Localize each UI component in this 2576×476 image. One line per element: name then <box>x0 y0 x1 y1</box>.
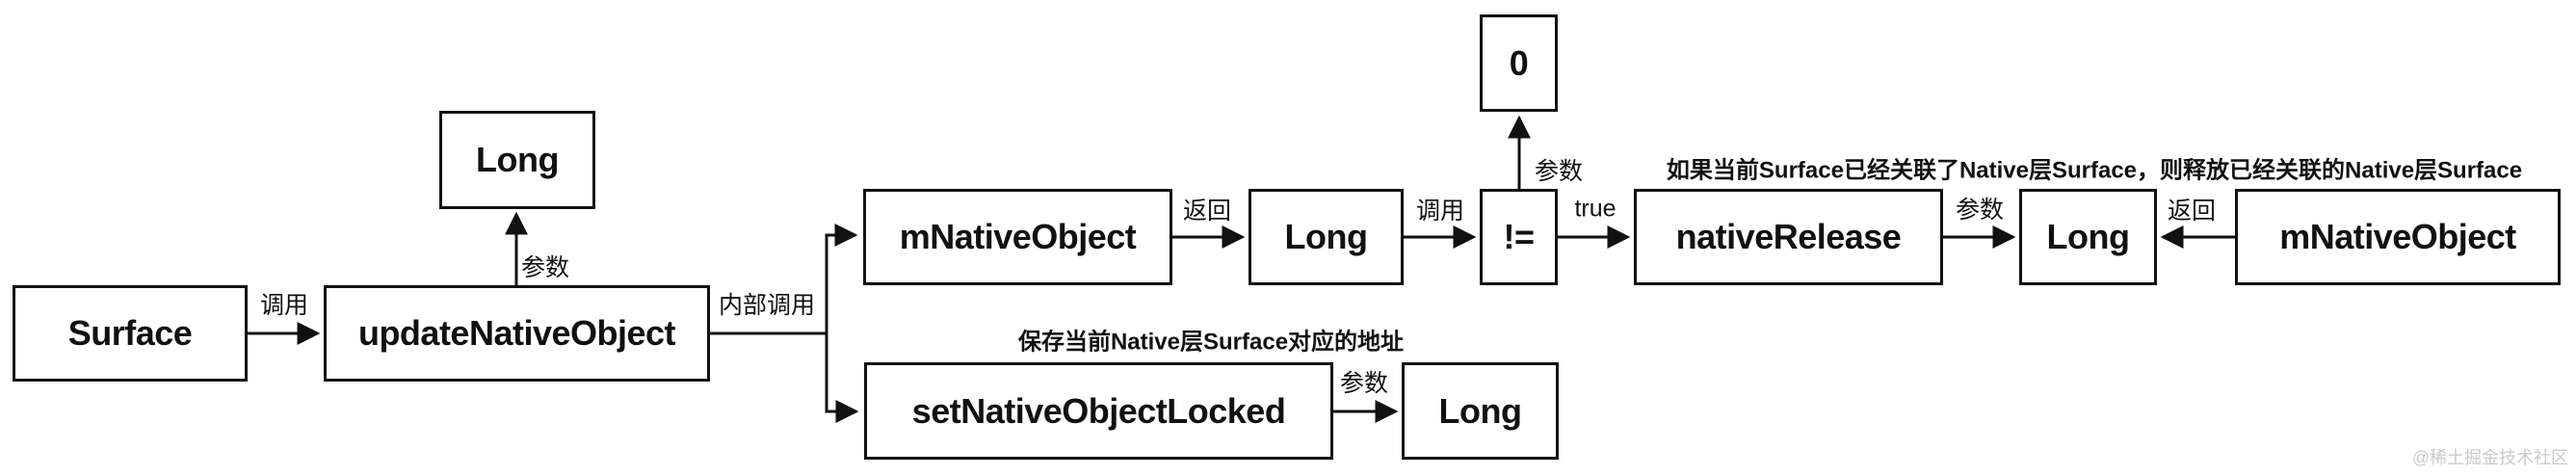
node-set-native-object-locked: setNativeObjectLocked <box>864 362 1333 460</box>
node-long-param-right: Long <box>2019 189 2157 285</box>
edge-internalcall-to-mnativeobject <box>710 224 858 335</box>
edge-label-call-1: 调用 <box>259 292 309 319</box>
annotation-save-note: 保存当前Native层Surface对应的地址 <box>1017 329 1405 356</box>
edge-label-internal-call: 内部调用 <box>718 292 816 319</box>
node-mnativeobject-left: mNativeObject <box>863 189 1172 285</box>
edge-label-param-top: 参数 <box>520 254 570 281</box>
edge-label-return-2: 返回 <box>2167 198 2217 225</box>
annotation-release-note: 如果当前Surface已经关联了Native层Surface，则释放已经关联的N… <box>1666 157 2523 184</box>
edge-internalcall-to-setnativeobjectlocked <box>825 333 859 423</box>
edge-label-true: true <box>1574 195 1617 223</box>
node-surface: Surface <box>13 285 248 382</box>
node-long-param-top: Long <box>439 111 595 209</box>
edge-label-call-2: 调用 <box>1415 198 1465 225</box>
edge-label-param-locked: 参数 <box>1339 370 1389 397</box>
node-mnativeobject-right: mNativeObject <box>2235 189 2561 285</box>
node-not-equal: != <box>1480 189 1558 285</box>
node-update-native-object: updateNativeObject <box>324 285 710 382</box>
node-zero: 0 <box>1480 14 1558 112</box>
node-long-return-mid: Long <box>1249 189 1404 285</box>
edge-label-param-release: 参数 <box>1955 197 2005 224</box>
edge-label-param-zero: 参数 <box>1534 158 1584 185</box>
node-long-param-bottom: Long <box>1402 362 1559 460</box>
node-native-release: nativeRelease <box>1634 189 1943 285</box>
watermark-text: @稀土掘金技术社区 <box>2411 448 2568 467</box>
edge-label-return-1: 返回 <box>1182 198 1232 225</box>
